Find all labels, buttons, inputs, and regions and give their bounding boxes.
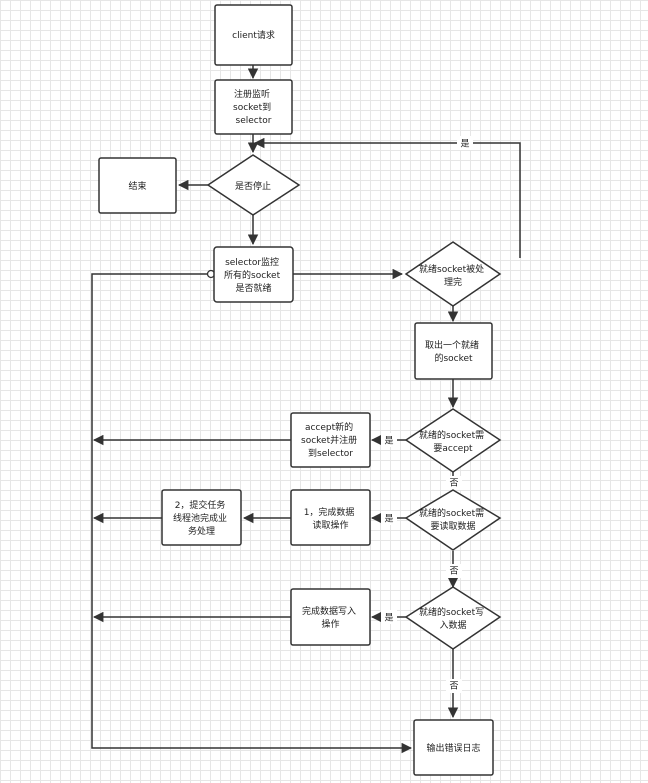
complete-read-line: 读取操作 xyxy=(312,519,348,531)
edge-ready-yes-loop xyxy=(253,137,521,258)
submit-task-line: 务处理 xyxy=(188,525,215,537)
label-write-no: 否 xyxy=(449,681,458,692)
output-error-log-line: 输出错误日志 xyxy=(426,742,480,754)
take-ready-line: 的socket xyxy=(434,352,473,364)
edge-labels: 是 是 否 是 否 是 否 xyxy=(381,136,473,693)
node-selector-monitor: selector监控 所有的socket 是否就绪 xyxy=(213,246,294,303)
register-line: socket到 xyxy=(233,101,271,113)
ready-done-line: 理完 xyxy=(444,276,462,288)
accept-register-line: 到selector xyxy=(308,447,353,459)
take-ready-line: 取出一个就绪 xyxy=(425,339,479,351)
label-yes-loop: 是 xyxy=(460,139,469,150)
svg-text:就绪socket被处 理完: 就绪socket被处 理完 xyxy=(419,263,487,288)
need-accept-line: 就绪的socket需 xyxy=(419,429,484,441)
node-output-error-log: 输出错误日志 xyxy=(413,719,494,776)
selector-monitor-line: 所有的socket xyxy=(224,269,281,281)
svg-text:结束: 结束 xyxy=(128,180,146,192)
register-line: 注册监听 xyxy=(234,88,270,100)
register-line: selector xyxy=(236,116,272,126)
svg-text:取出一个就绪 的socket: 取出一个就绪 的socket xyxy=(425,339,482,364)
submit-task-line: 线程池完成业 xyxy=(173,512,227,524)
node-register: 注册监听 socket到 selector xyxy=(214,79,293,135)
node-ready-done: 就绪socket被处 理完 xyxy=(404,241,502,307)
label-accept-no: 否 xyxy=(449,478,458,489)
complete-write-line: 操作 xyxy=(321,618,339,630)
nodes: client请求 注册监听 socket到 selector 是否停止 结束 xyxy=(98,4,502,776)
svg-text:就绪的socket写 入数据: 就绪的socket写 入数据 xyxy=(419,606,487,631)
label-accept-yes: 是 xyxy=(384,436,393,447)
label-read-yes: 是 xyxy=(384,514,393,525)
need-read-line: 就绪的socket需 xyxy=(419,507,484,519)
svg-text:就绪的socket需 要读取数据: 就绪的socket需 要读取数据 xyxy=(419,507,487,532)
node-need-accept: 就绪的socket需 要accept xyxy=(404,408,502,473)
node-stop-check: 是否停止 xyxy=(206,154,301,216)
svg-text:完成数据写入 操作: 完成数据写入 操作 xyxy=(302,605,359,630)
need-write-line: 就绪的socket写 xyxy=(419,606,484,618)
submit-task-line: 2，提交任务 xyxy=(175,499,226,511)
need-write-line: 入数据 xyxy=(439,619,466,631)
label-read-no: 否 xyxy=(449,566,458,577)
svg-text:是否停止: 是否停止 xyxy=(235,180,271,192)
svg-text:selector监控 所有的socket: selector监控 所有的socket 是否就绪 xyxy=(224,256,283,294)
selector-monitor-line: selector监控 xyxy=(225,256,279,268)
end-line: 结束 xyxy=(128,180,146,192)
edge-monitor-bus xyxy=(91,273,413,754)
node-take-ready: 取出一个就绪 的socket xyxy=(414,322,493,380)
complete-write-line: 完成数据写入 xyxy=(302,605,356,617)
client-request-line: client请求 xyxy=(232,29,275,41)
svg-text:accept新的 socket并注册: accept新的 socket并注册 到selector xyxy=(301,421,360,459)
accept-register-line: accept新的 xyxy=(305,421,353,433)
ready-done-line: 就绪socket被处 xyxy=(419,263,484,275)
node-submit-task: 2，提交任务 线程池完成业 务处理 xyxy=(161,489,242,546)
node-end: 结束 xyxy=(98,157,177,214)
label-write-yes: 是 xyxy=(384,613,393,624)
node-complete-read: 1，完成数据 读取操作 xyxy=(290,489,371,546)
selector-monitor-line: 是否就绪 xyxy=(235,282,271,294)
stop-check-line: 是否停止 xyxy=(235,180,271,192)
accept-register-line: socket并注册 xyxy=(301,434,357,446)
node-need-write: 就绪的socket写 入数据 xyxy=(404,586,502,650)
svg-text:输出错误日志: 输出错误日志 xyxy=(426,742,480,754)
svg-text:client请求: client请求 xyxy=(232,29,275,41)
need-accept-line: 要accept xyxy=(433,443,473,454)
node-accept-register: accept新的 socket并注册 到selector xyxy=(290,412,371,468)
svg-text:2，提交任务 线程池完成业: 2，提交任务 线程池完成业 务处理 xyxy=(173,499,230,537)
node-complete-write: 完成数据写入 操作 xyxy=(290,588,371,646)
need-read-line: 要读取数据 xyxy=(430,520,475,532)
svg-text:注册监听 socket到 s: 注册监听 socket到 selector xyxy=(233,88,274,126)
node-need-read: 就绪的socket需 要读取数据 xyxy=(404,489,502,551)
svg-text:就绪的socket需 要accept: 就绪的socket需 要accept xyxy=(419,429,487,454)
node-client-request: client请求 xyxy=(214,4,293,66)
svg-text:1，完成数据 读取操作: 1，完成数据 读取操作 xyxy=(304,506,358,531)
complete-read-line: 1，完成数据 xyxy=(304,506,355,518)
